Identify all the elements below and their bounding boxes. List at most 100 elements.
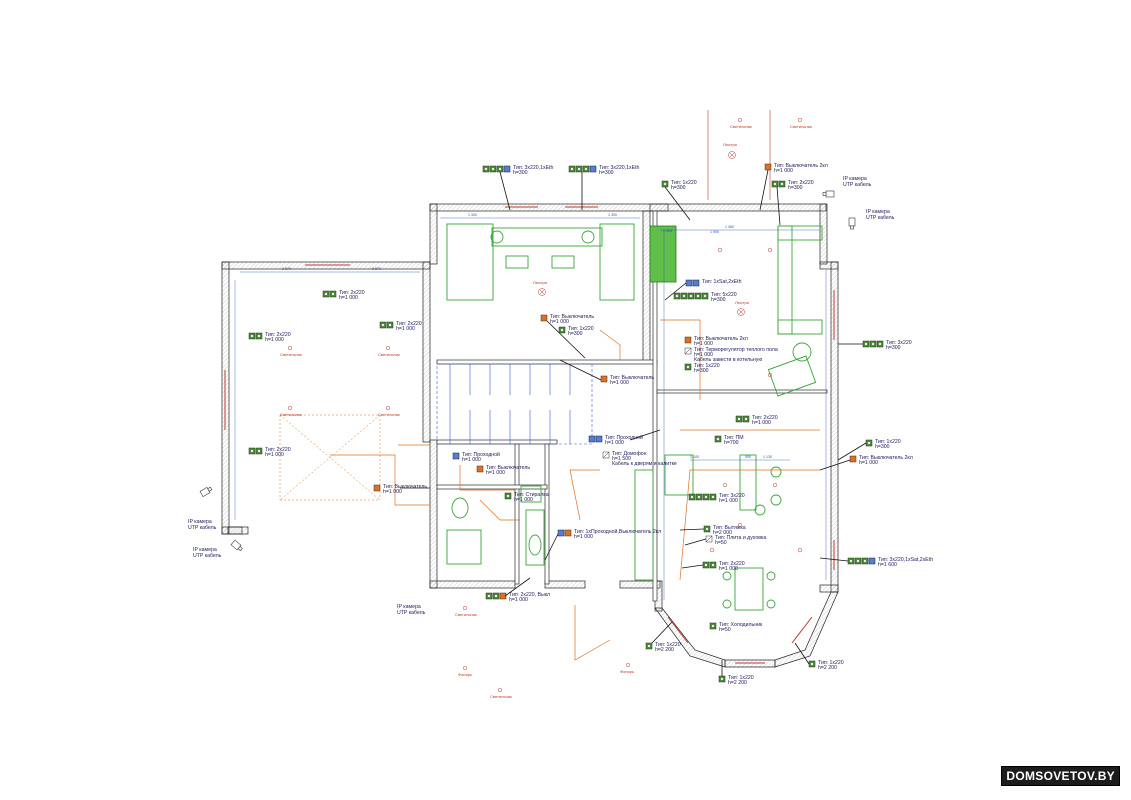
lamp-icon <box>767 247 773 253</box>
svg-text:h=1 600: h=1 600 <box>878 562 897 568</box>
svg-text:Тип: 1x220: Тип: 1x220 <box>568 326 594 332</box>
svg-text:IP камера: IP камера <box>843 176 867 182</box>
lamp-icon <box>497 687 503 693</box>
svg-text:Тип: 2x220, Выкл: Тип: 2x220, Выкл <box>509 592 550 598</box>
svg-text:Тип: Домофон: Тип: Домофон <box>612 451 647 457</box>
svg-text:Тип: Проходной: Тип: Проходной <box>462 451 500 458</box>
dim-label: 1 100 <box>690 455 699 459</box>
dim-label: 1 360 <box>725 225 734 229</box>
svg-text:h=2 200: h=2 200 <box>655 647 674 653</box>
site-watermark: DOMSOVETOV.BY <box>1001 766 1120 786</box>
svg-text:h=50: h=50 <box>715 540 727 546</box>
lamp-icon <box>767 372 773 378</box>
svg-text:Тип: 2x220: Тип: 2x220 <box>788 180 814 186</box>
lamp-icon <box>385 345 391 351</box>
dimension-lines: 2 570 2 570 1 300 1 300 1 360 1 100 900 … <box>234 213 827 600</box>
dim-label: 1 300 <box>608 213 617 217</box>
svg-text:Тип: Выключатель 2кл: Тип: Выключатель 2кл <box>694 336 748 342</box>
svg-text:Люстра: Люстра <box>533 280 548 285</box>
svg-text:Люстра: Люстра <box>735 300 750 305</box>
svg-text:Тип: Стиралка: Тип: Стиралка <box>514 492 549 498</box>
svg-text:Тип: 1x220: Тип: 1x220 <box>875 439 901 445</box>
svg-text:Тип: 1x220: Тип: 1x220 <box>728 675 754 681</box>
ip-camera-icon <box>848 217 856 230</box>
svg-text:Светильник: Светильник <box>490 694 512 699</box>
svg-text:Тип: Выключатель: Тип: Выключатель <box>486 465 530 471</box>
svg-text:Тип: Выключатель 2кл: Тип: Выключатель 2кл <box>859 455 913 461</box>
svg-text:h=1 000: h=1 000 <box>486 470 505 476</box>
svg-text:h=1 500: h=1 500 <box>612 456 631 462</box>
light-labels: Люстра Люстра Люстра Светильник Светильн… <box>280 124 812 699</box>
svg-text:IP камера: IP камера <box>866 209 890 215</box>
lamp-icon <box>717 247 723 253</box>
light-fixtures <box>287 117 803 693</box>
svg-text:h=2 200: h=2 200 <box>818 665 837 671</box>
svg-text:h=1 000: h=1 000 <box>694 341 713 347</box>
lamp-icon <box>287 405 293 411</box>
svg-text:h=1 000: h=1 000 <box>610 380 629 386</box>
svg-text:h=50: h=50 <box>719 627 731 633</box>
svg-text:h=300: h=300 <box>513 170 528 176</box>
dim-label: 2 570 <box>372 267 381 271</box>
svg-text:Тип: 2x220: Тип: 2x220 <box>339 290 365 296</box>
svg-text:h=1 000: h=1 000 <box>859 460 878 466</box>
svg-text:h=1 000: h=1 000 <box>719 566 738 572</box>
svg-text:Тип: Выключатель: Тип: Выключатель <box>550 314 594 320</box>
svg-text:h=1 000: h=1 000 <box>396 326 415 332</box>
svg-text:Светильник: Светильник <box>730 124 752 129</box>
svg-text:h=300: h=300 <box>788 185 803 191</box>
chandelier-icon <box>728 151 736 159</box>
svg-text:h=1 000: h=1 000 <box>605 440 624 446</box>
svg-text:Тип: 2x220: Тип: 2x220 <box>752 415 778 421</box>
svg-text:h=300: h=300 <box>694 368 709 374</box>
svg-text:Тип: 1хПроходной,Выключатель 2: Тип: 1хПроходной,Выключатель 2кл <box>574 528 661 535</box>
ip-camera-icon <box>230 539 243 552</box>
lamp-icon <box>722 482 728 488</box>
svg-text:Светильник: Светильник <box>455 612 477 617</box>
svg-text:Светильник: Светильник <box>790 124 812 129</box>
svg-text:Тип: Выключатель 2кл: Тип: Выключатель 2кл <box>774 163 828 169</box>
svg-text:Светильник: Светильник <box>280 412 302 417</box>
svg-text:Тип: 2x220: Тип: 2x220 <box>719 561 745 567</box>
svg-text:UTP кабель: UTP кабель <box>843 182 872 188</box>
svg-text:h=300: h=300 <box>875 444 890 450</box>
cameras: IP камера UTP кабель IP камера UTP кабел… <box>188 176 895 616</box>
svg-text:Люстра: Люстра <box>723 142 738 147</box>
svg-text:Тип: 3x220,1xSat,2xEth: Тип: 3x220,1xSat,2xEth <box>878 557 933 563</box>
svg-text:Тип: 3x220: Тип: 3x220 <box>886 340 912 346</box>
svg-text:h=2 200: h=2 200 <box>728 680 747 686</box>
svg-text:Тип: Терморегулятор теплого по: Тип: Терморегулятор теплого пола <box>694 347 778 353</box>
lamp-icon <box>709 547 715 553</box>
svg-text:Тип: 5x220: Тип: 5x220 <box>711 292 737 298</box>
dim-label: 2 570 <box>282 267 291 271</box>
lamp-icon <box>772 482 778 488</box>
svg-text:h=1 000: h=1 000 <box>752 420 771 426</box>
lamp-icon <box>287 345 293 351</box>
svg-text:UTP кабель: UTP кабель <box>397 610 426 616</box>
svg-text:h=1 000: h=1 000 <box>694 352 713 358</box>
svg-text:Фонарь: Фонарь <box>458 672 472 677</box>
svg-text:Тип: Плита и духовка: Тип: Плита и духовка <box>715 535 766 541</box>
svg-text:Тип: 3x220,1xEth: Тип: 3x220,1xEth <box>599 165 639 171</box>
svg-text:Тип: 2x220: Тип: 2x220 <box>396 321 422 327</box>
svg-text:h=2 000: h=2 000 <box>713 530 732 536</box>
svg-text:Тип: Холодильник: Тип: Холодильник <box>719 622 763 628</box>
svg-text:IP камера: IP камера <box>193 547 217 553</box>
chandelier-icon <box>737 308 745 316</box>
lamp-icon <box>797 117 803 123</box>
svg-text:h=1 000: h=1 000 <box>774 168 793 174</box>
svg-text:h=300: h=300 <box>711 297 726 303</box>
